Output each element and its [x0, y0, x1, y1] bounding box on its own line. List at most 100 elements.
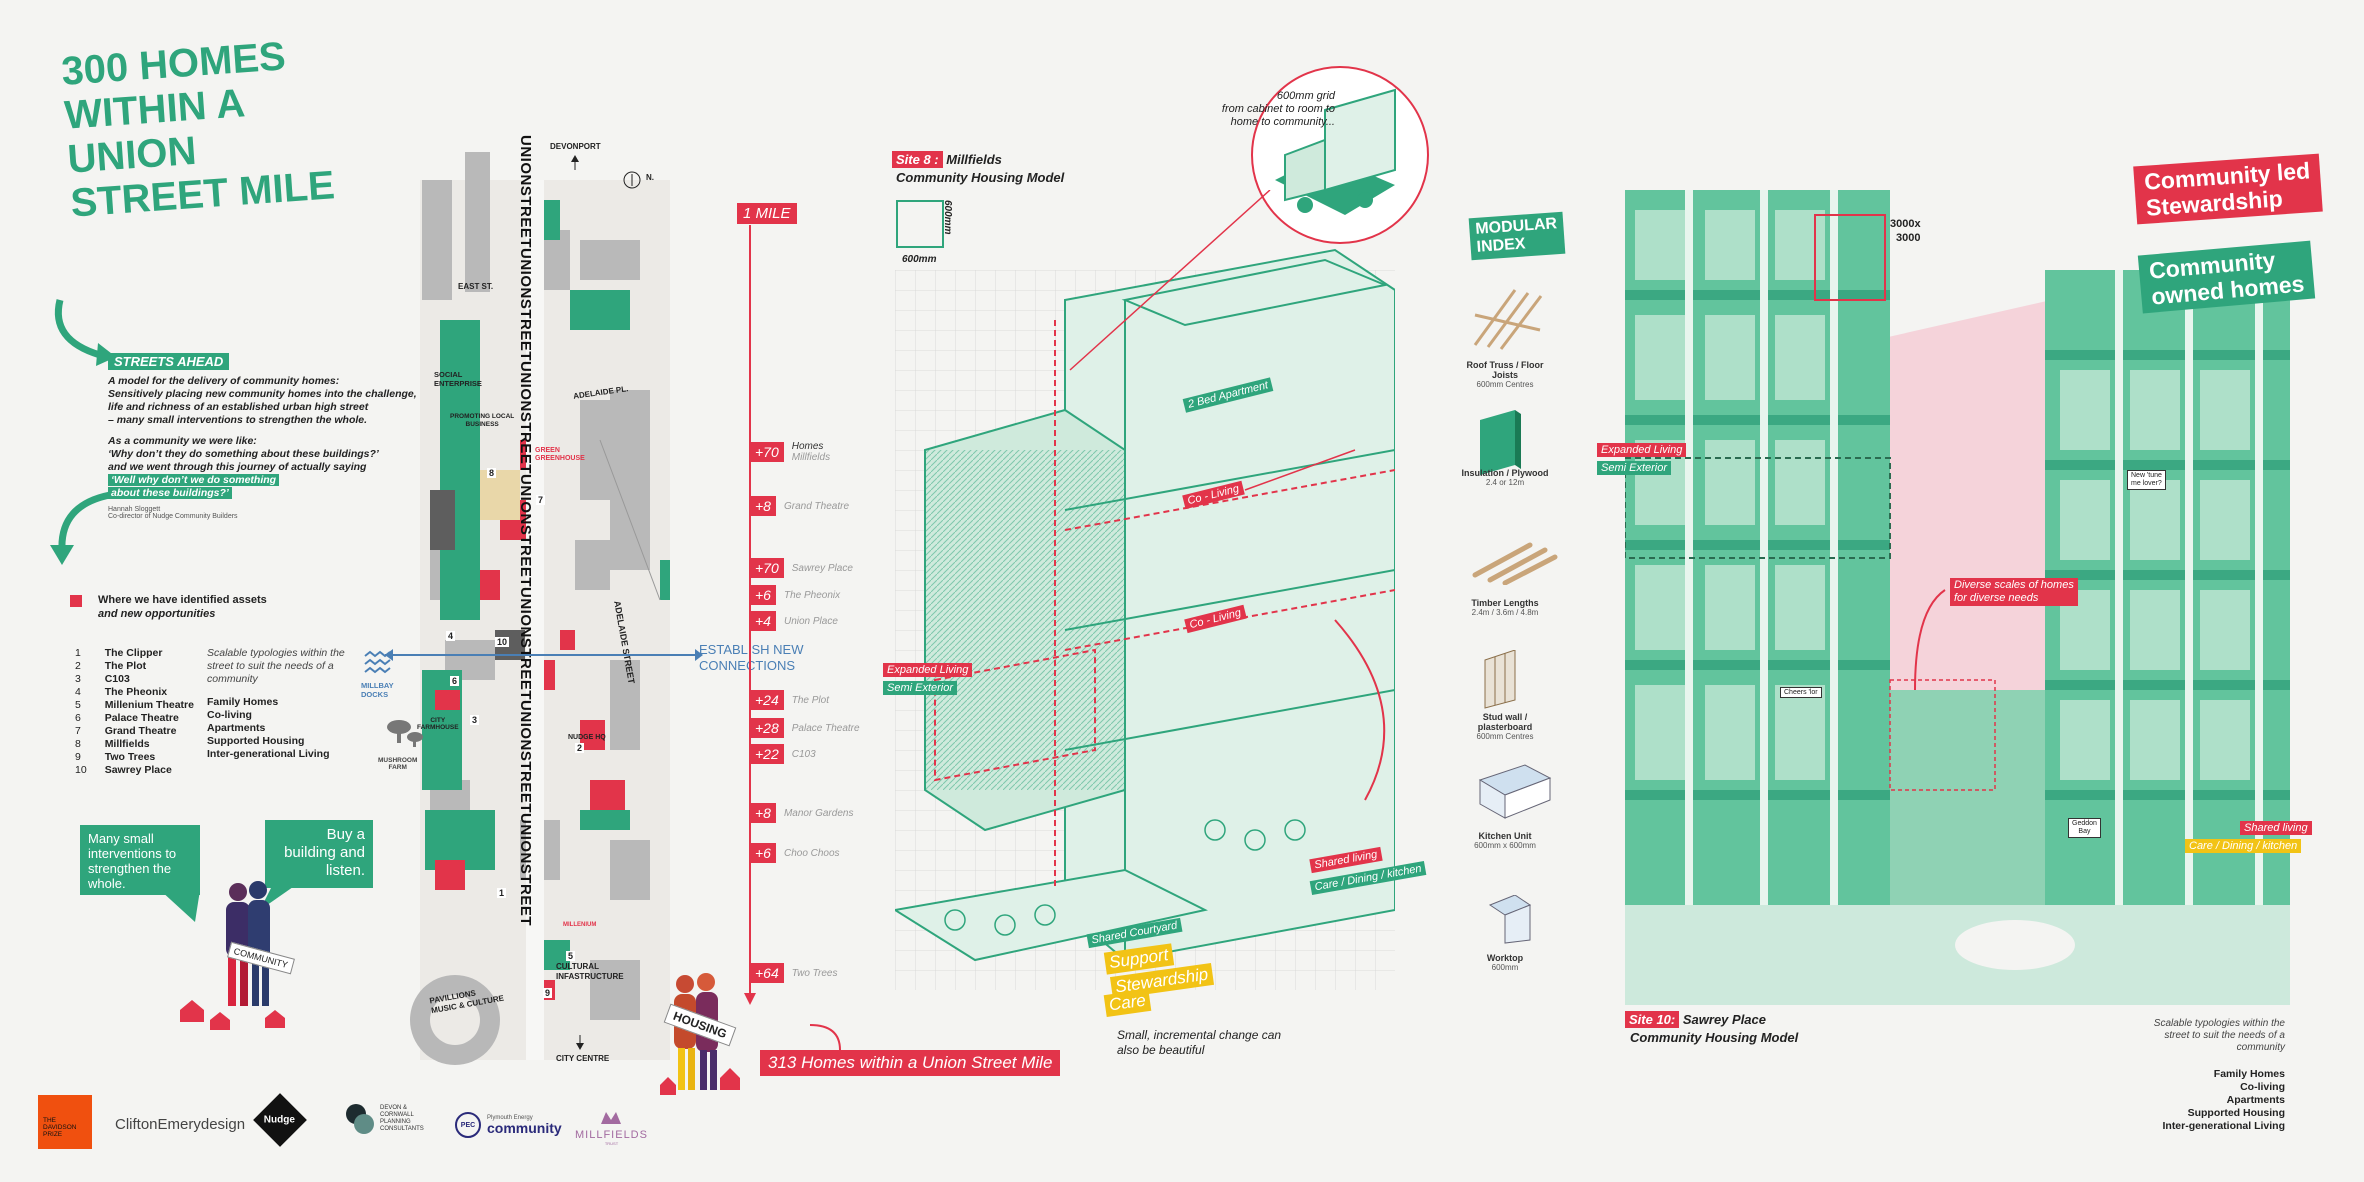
mile-count: +6 [750, 585, 776, 605]
mile-row: +8 Manor Gardens [750, 803, 853, 823]
site-number: 2 [75, 660, 81, 672]
mile-total: 313 Homes within a Union Street Mile [760, 1050, 1061, 1076]
site-row: 2 The Plot [75, 660, 200, 673]
mile-count: +6 [750, 843, 776, 863]
mile-site-label: Sawrey Place [791, 562, 853, 574]
map-label-city-centre: CITY CENTRE [556, 1054, 610, 1063]
mile-site-label: Grand Theatre [783, 500, 850, 512]
curved-arrows-graphic [50, 299, 116, 565]
mile-count: +70 [750, 442, 784, 462]
mile-count: +64 [750, 963, 784, 983]
people-figures-right [660, 973, 740, 1095]
callout-line [1069, 190, 1271, 371]
site-name: The Pheonix [104, 686, 168, 698]
mile-count: +24 [750, 690, 784, 710]
site8-heading: Site 8 : Millfields [892, 151, 1002, 168]
speech-tail-left [160, 890, 200, 922]
map-number-4: 4 [446, 631, 456, 641]
site-name: Palace Theatre [104, 712, 179, 724]
site-name: Two Trees [104, 751, 156, 763]
map-number-3: 3 [470, 715, 480, 725]
mile-site-label: Two Trees [791, 967, 838, 979]
map-label-north: N. [646, 173, 654, 182]
worktop-icon [1488, 895, 1532, 944]
mile-total-arrow [809, 1024, 841, 1051]
map-number-7: 7 [536, 495, 546, 505]
streets-ahead-body: A model for the delivery of community ho… [108, 375, 417, 499]
mile-count: +8 [750, 803, 776, 823]
mile-site-label: Union Place [783, 615, 838, 627]
site8-model: Community Housing Model [896, 170, 1065, 185]
map-number-6: 6 [450, 676, 460, 686]
logo-millfields: MILLFIELDS TRUST [575, 1110, 648, 1146]
mile-count: +8 [750, 496, 776, 516]
mile-row: +24 The Plot [750, 690, 829, 710]
site-number: 8 [75, 738, 81, 750]
site-number: 9 [75, 751, 81, 763]
site-number: 3 [75, 673, 81, 685]
mile-row: +8 Grand Theatre [750, 496, 849, 516]
connection-arrow [385, 649, 703, 661]
map-number-10: 10 [495, 637, 510, 647]
site-name: Grand Theatre [104, 725, 177, 737]
map-number-1: 1 [497, 888, 507, 898]
mile-label: 1 MILE [737, 203, 797, 224]
stud-wall-icon [1484, 650, 1516, 709]
bubble-cheers: Cheers 'lor [1780, 687, 1822, 698]
street-map [410, 152, 670, 1065]
timber-icon [1472, 542, 1558, 585]
site-name: C103 [104, 673, 130, 685]
map-label-devonport: DEVONPORT [550, 142, 601, 151]
site-row: 8 Millfields [75, 738, 200, 751]
mile-site-label: Manor Gardens [783, 807, 854, 819]
site10-model: Community Housing Model [1630, 1030, 1799, 1045]
mile-site-label: Choo Choos [783, 847, 840, 859]
mile-count: +4 [750, 611, 776, 631]
map-number-9: 9 [543, 988, 553, 998]
grid-label-v: 600mm [942, 200, 953, 235]
mile-site-label: The Plot [791, 694, 829, 706]
site-name: The Plot [104, 660, 147, 672]
streets-ahead-section: STREETS AHEAD A model for the delivery o… [108, 353, 438, 520]
map-label-millenium: MILLENIUM [563, 922, 597, 928]
mile-count: +70 [750, 558, 784, 578]
mile-row: +4 Union Place [750, 611, 838, 631]
site-number: 1 [75, 647, 81, 659]
site-row: 3 C103 [75, 673, 200, 686]
mile-row: +70 Sawrey Place [750, 558, 853, 578]
mile-count: +28 [750, 718, 784, 738]
grid-unit-square [896, 200, 944, 248]
logo-nudge: Nudge [253, 1093, 307, 1147]
mile-site-label: The Pheonix [783, 589, 841, 601]
speech-tail-right [260, 880, 303, 910]
map-number-2: 2 [575, 743, 585, 753]
site10-heading: Site 10: Sawrey Place [1625, 1011, 1766, 1028]
site-number: 5 [75, 699, 81, 711]
map-legend: Where we have identified assets and new … [70, 593, 267, 621]
map-number-5: 5 [566, 951, 576, 961]
site-name: Millfields [104, 738, 150, 750]
mile-line [744, 225, 756, 1005]
kitchen-unit-icon [1478, 764, 1552, 819]
